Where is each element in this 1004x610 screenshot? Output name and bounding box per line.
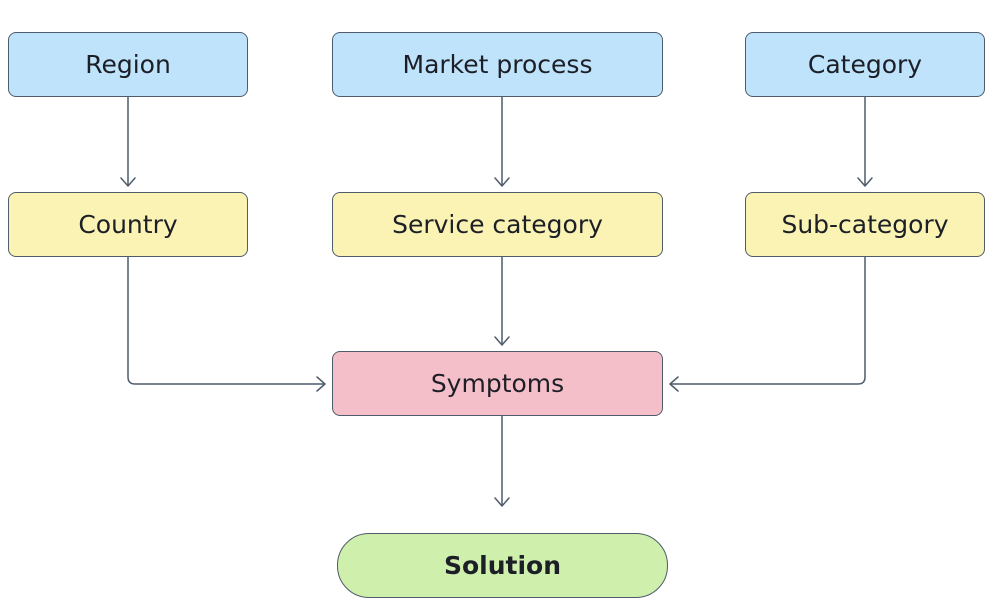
node-solution-label: Solution xyxy=(443,551,562,580)
node-region-label: Region xyxy=(85,50,171,79)
node-region: Region xyxy=(8,32,248,97)
node-symptoms: Symptoms xyxy=(332,351,663,416)
node-country-label: Country xyxy=(78,210,178,239)
node-market-process: Market process xyxy=(332,32,663,97)
arrowhead-country-to-symptoms xyxy=(316,376,326,392)
node-category-label: Category xyxy=(807,50,923,79)
node-country: Country xyxy=(8,192,248,257)
edge-subcategory-to-symptoms xyxy=(671,257,866,385)
node-sub-category: Sub-category xyxy=(745,192,985,257)
node-solution: Solution xyxy=(337,533,668,598)
arrowhead-service-to-symptoms xyxy=(494,336,510,346)
node-category: Category xyxy=(745,32,985,97)
node-service-category-label: Service category xyxy=(392,210,603,239)
arrowhead-subcategory-to-symptoms xyxy=(669,376,679,392)
arrowhead-region-to-country xyxy=(120,177,136,187)
edge-country-to-symptoms xyxy=(127,257,324,385)
arrowhead-market-to-service xyxy=(494,177,510,187)
node-service-category: Service category xyxy=(332,192,663,257)
node-symptoms-label: Symptoms xyxy=(430,369,565,398)
node-market-process-label: Market process xyxy=(402,50,593,79)
arrowhead-symptoms-to-solution xyxy=(494,497,510,507)
node-sub-category-label: Sub-category xyxy=(781,210,949,239)
arrowhead-category-to-subcategory xyxy=(857,177,873,187)
